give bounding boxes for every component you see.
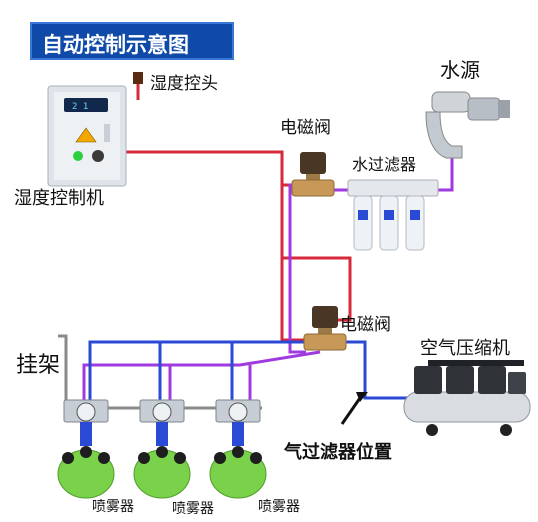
label-sprayer-1: 喷雾器	[92, 499, 134, 515]
label-sprayer-3: 喷雾器	[258, 499, 300, 515]
label-valve-top: 电磁阀	[280, 118, 331, 138]
label-rack: 挂架	[16, 353, 61, 378]
label-air-filter-position: 气过滤器位置	[284, 442, 392, 463]
warning-icon	[75, 127, 97, 143]
compressor-icon	[403, 360, 531, 436]
label-sprayer-2: 喷雾器	[172, 501, 214, 517]
sensor-icon	[133, 72, 143, 84]
sprayer-3-icon	[209, 399, 267, 499]
solenoid-valve-top-icon	[291, 152, 335, 197]
title-banner	[30, 22, 234, 60]
power-indicator-icon	[73, 151, 83, 161]
sprayer-2-icon	[133, 399, 191, 499]
control-wires	[126, 76, 352, 342]
diagram-title: 自动控制示意图	[42, 33, 189, 57]
label-valve-mid: 电磁阀	[340, 315, 391, 335]
solenoid-valve-mid-icon	[303, 306, 347, 351]
knob-icon	[92, 150, 104, 162]
sprayer-1-icon	[57, 399, 115, 499]
label-compressor: 空气压缩机	[420, 338, 510, 359]
label-sensor: 湿度控头	[150, 74, 218, 94]
display-panel	[64, 98, 108, 112]
label-water-source: 水源	[440, 58, 480, 82]
air-pipes	[88, 340, 408, 400]
water-filter-icon	[347, 179, 439, 251]
arrow-icon	[340, 392, 368, 425]
label-controller: 湿度控制机	[14, 188, 104, 209]
faucet-icon	[425, 91, 510, 159]
label-water-filter: 水过滤器	[352, 155, 417, 174]
humidity-controller: 2 1	[47, 85, 127, 187]
svg-text:2 1: 2 1	[72, 102, 88, 112]
